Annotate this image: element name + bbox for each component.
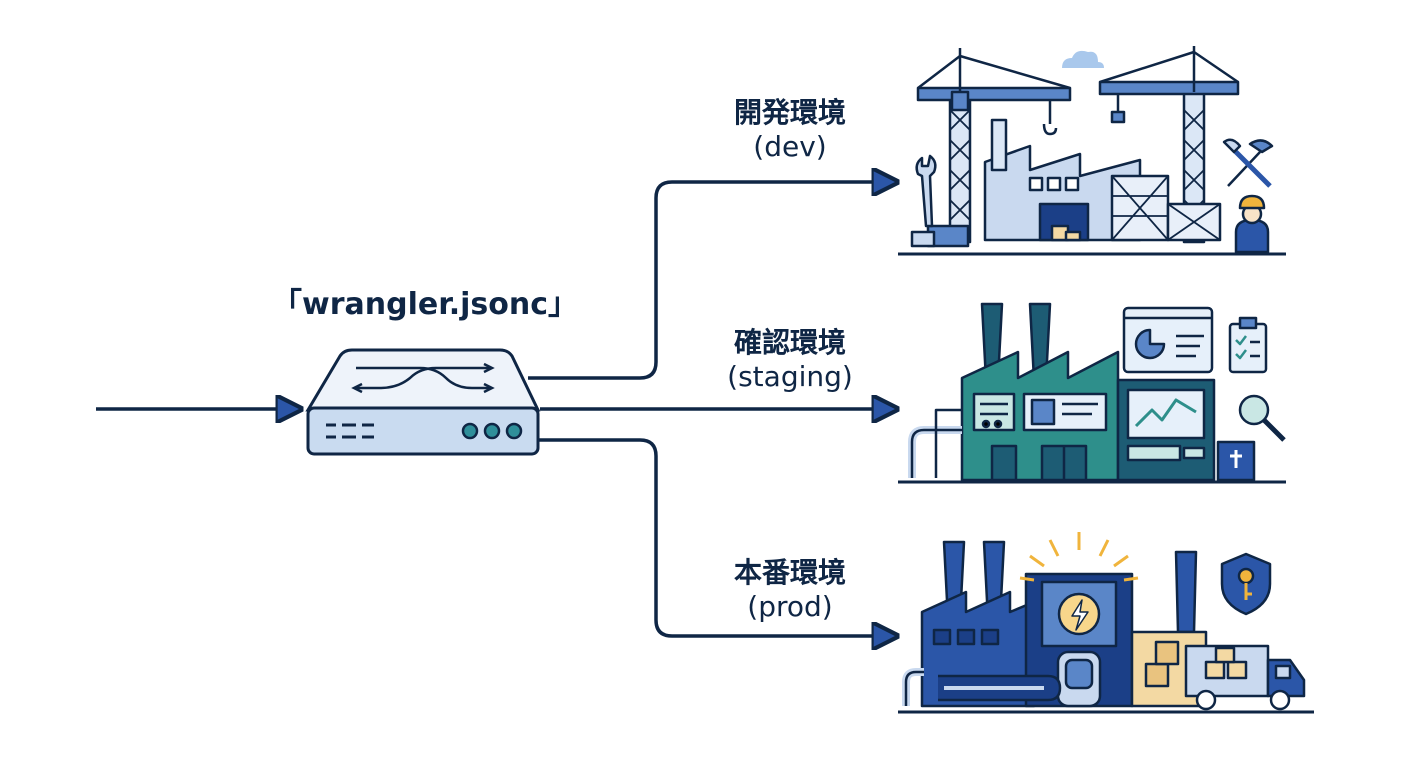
env-code-prod: (prod) [747,590,833,623]
env-label-prod: 本番環境 (prod) [690,556,890,624]
env-code-staging: (staging) [727,360,853,393]
env-code-dev: (dev) [753,130,827,163]
env-label-staging: 確認環境 (staging) [690,326,890,394]
branch-line-prod [528,438,894,636]
env-name-dev: 開発環境 [733,96,846,129]
branch-line-dev [528,182,894,380]
construction-site-icon [898,46,1286,256]
production-factory-icon [898,532,1314,714]
router-switch-icon [305,348,541,456]
teal-factory-icon [898,302,1286,484]
config-file-label: 「wrangler.jsonc」 [271,287,579,322]
env-label-dev: 開発環境 (dev) [690,96,890,164]
env-name-prod: 本番環境 [733,556,846,589]
env-name-staging: 確認環境 [733,326,846,359]
